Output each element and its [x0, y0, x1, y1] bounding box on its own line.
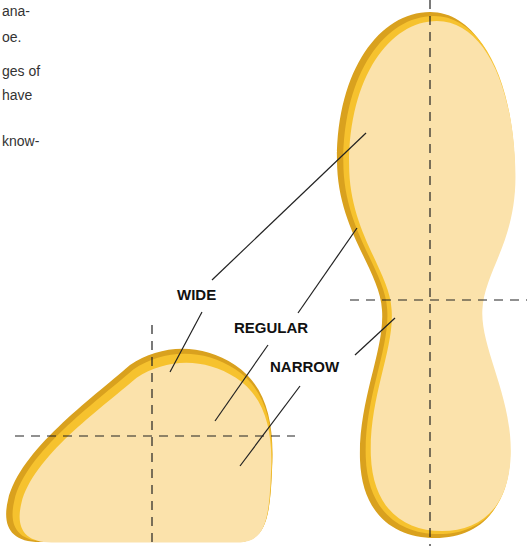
- leader-lines: [170, 133, 395, 466]
- toe-outline: [6, 349, 272, 543]
- fragment-text: have: [2, 87, 32, 103]
- width-label-text: REGULAR: [232, 319, 310, 336]
- width-label: WIDE: [175, 286, 218, 304]
- width-label-text: WIDE: [175, 286, 218, 303]
- text-fragment: know-: [2, 132, 39, 150]
- text-fragment: have: [2, 86, 32, 104]
- fragment-text: know-: [2, 133, 39, 149]
- text-fragment: oe.: [2, 28, 21, 46]
- sole-outline: [337, 12, 515, 538]
- axis-lines: [15, 0, 527, 546]
- text-fragment: ges of: [2, 62, 40, 80]
- width-label-text: NARROW: [268, 358, 341, 375]
- text-fragment: ana-: [2, 2, 30, 20]
- fragment-text: ges of: [2, 63, 40, 79]
- width-label: REGULAR: [232, 319, 310, 337]
- width-label: NARROW: [268, 358, 341, 376]
- fragment-text: ana-: [2, 3, 30, 19]
- fragment-text: oe.: [2, 29, 21, 45]
